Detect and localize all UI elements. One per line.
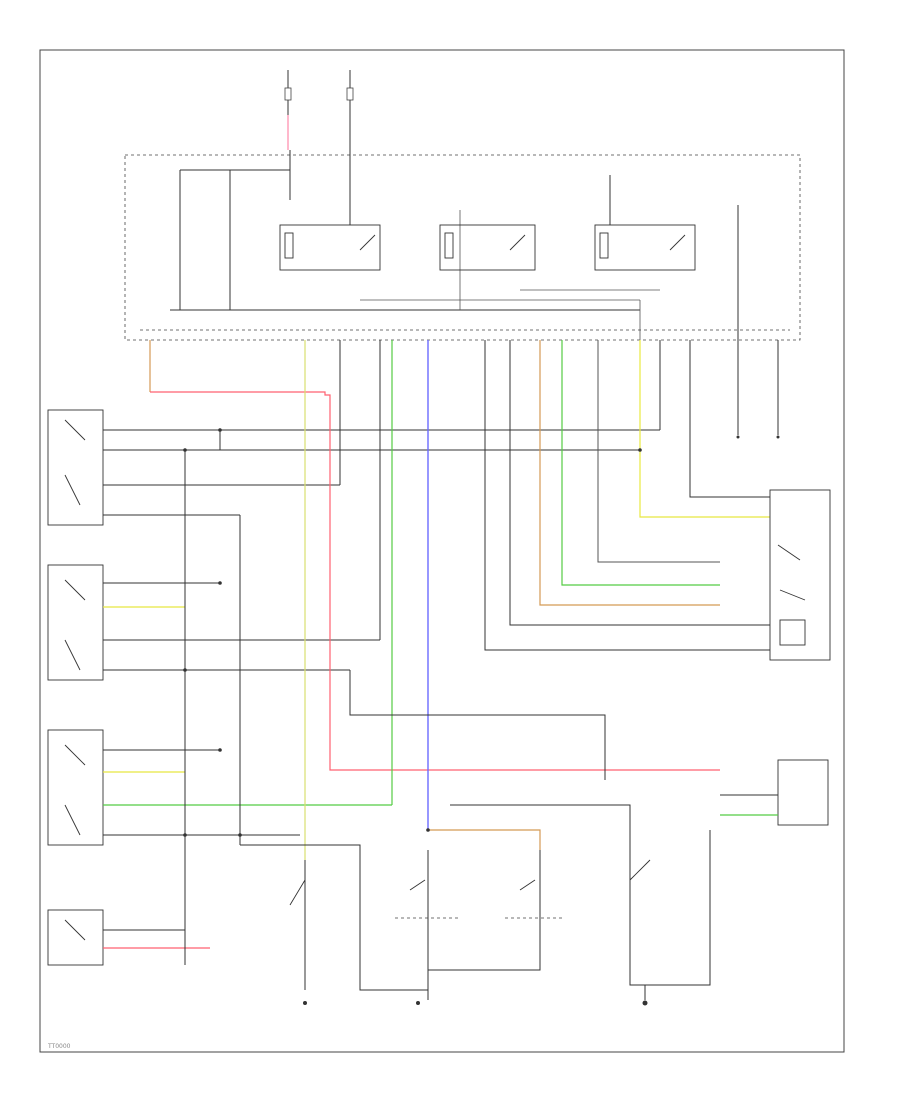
switch-box-front-right [47,564,104,681]
relay-3 [594,224,696,271]
ground-symbols [303,435,780,1006]
yellow-wire-right [639,340,770,518]
switch-wires [103,429,660,931]
wire-v-350 [349,670,606,780]
control-unit-outline [124,154,801,341]
splice-dots [183,428,642,837]
actuator-switch-1 [777,544,801,561]
relay-2 [439,224,536,271]
fuse-2 [346,87,354,101]
door-lock-actuator [769,489,831,661]
relay-1 [279,224,381,271]
switch-box-rear-left [47,729,104,846]
green-wire-right [561,340,720,586]
fuse-group [284,70,354,150]
wire-right-2 [509,340,770,626]
actuator-motor [779,619,806,646]
bottom-switches [289,859,651,906]
diagram-border [39,49,845,1053]
switch-box-rear-right [47,909,104,966]
switch-4-loop [450,804,711,986]
key-unit-box [777,759,829,826]
wire-bottom-left [240,844,428,991]
switch-pair-loop [427,850,541,971]
orange-wire-b [428,829,541,850]
red-main-wire [150,391,720,771]
footer-code: TT0000 [47,1043,71,1050]
wire-right-4 [689,340,770,498]
switch-internals [64,419,86,941]
wire-right-1 [597,340,720,563]
actuator-switch-2 [779,589,806,601]
orange-wire-c [539,340,720,606]
wire-right-3 [484,340,770,651]
switch-box-front-left [47,409,104,526]
fuse-1 [284,87,292,101]
